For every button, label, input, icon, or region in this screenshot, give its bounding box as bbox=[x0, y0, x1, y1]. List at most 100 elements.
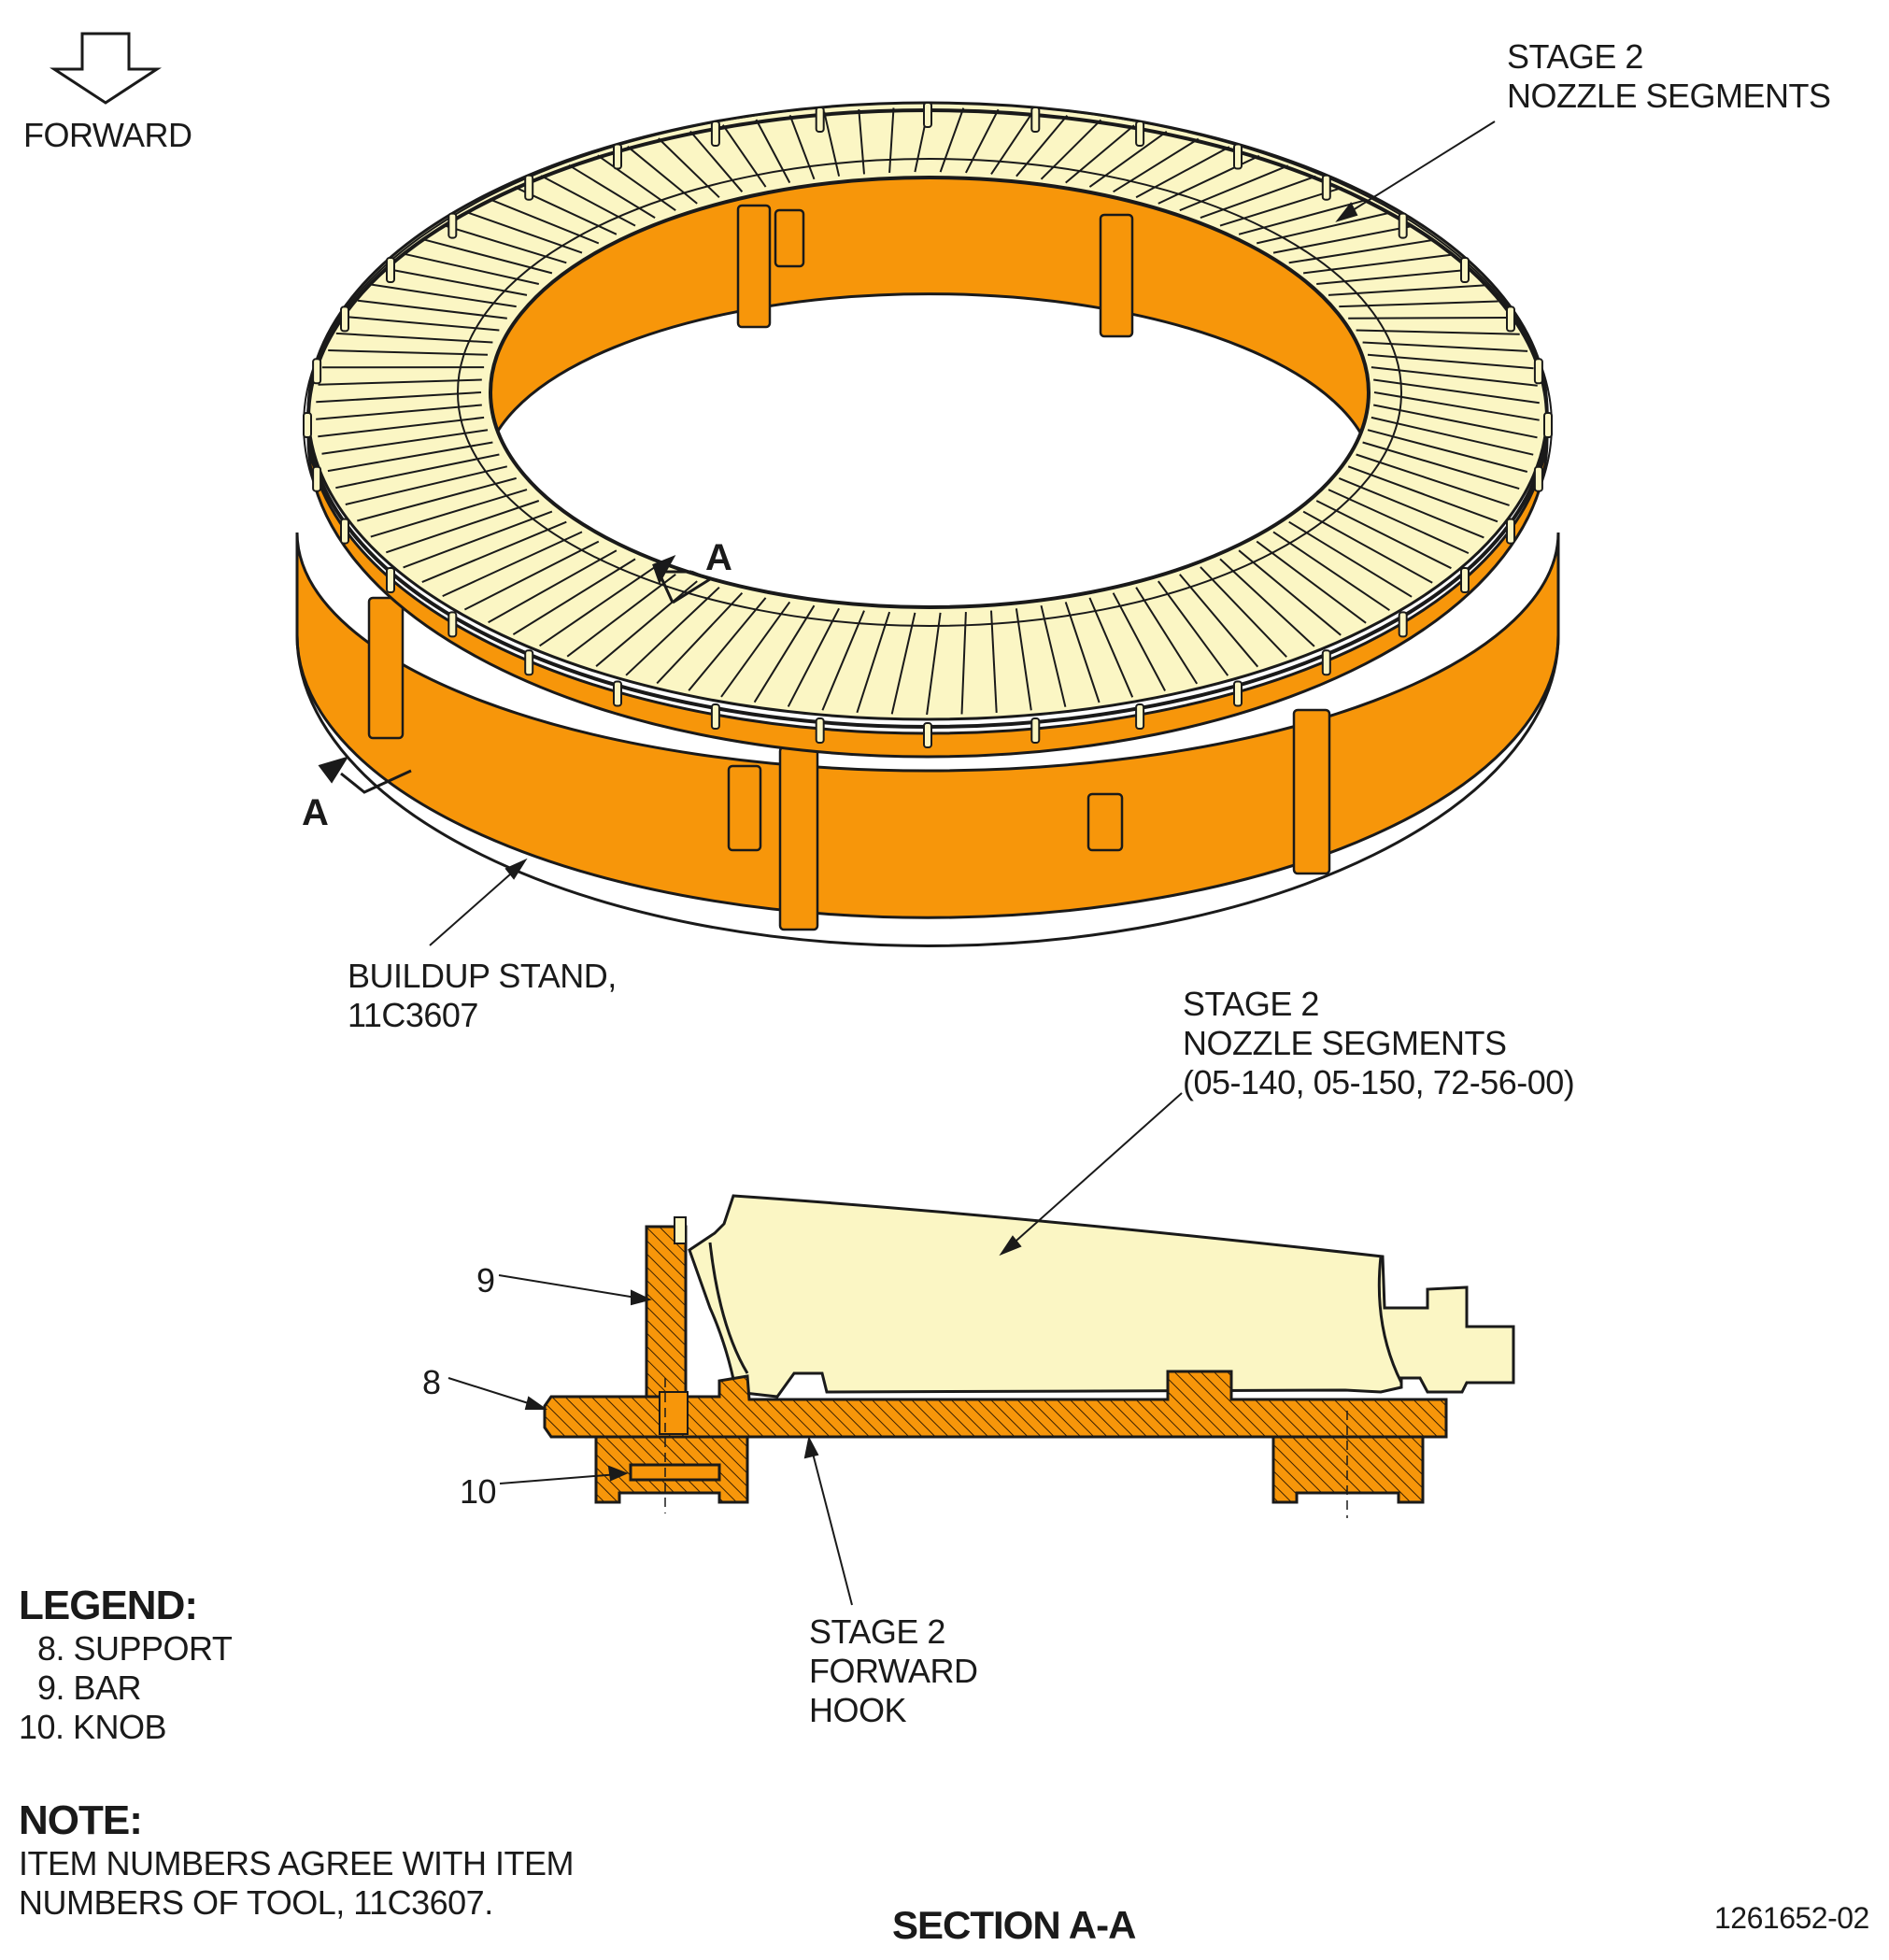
callout-nozzle-segments-top: STAGE 2 NOZZLE SEGMENTS bbox=[1507, 37, 1831, 115]
nozzle-vane bbox=[1367, 429, 1528, 473]
nozzle-vane bbox=[1040, 119, 1102, 180]
ring-bolt bbox=[1135, 703, 1145, 730]
nozzle-vane bbox=[1088, 130, 1168, 188]
note-line: ITEM NUMBERS AGREE WITH ITEM bbox=[19, 1844, 575, 1882]
nozzle-vane bbox=[1288, 520, 1413, 598]
nozzle-vane bbox=[318, 378, 482, 386]
nozzle-vane bbox=[1373, 378, 1540, 405]
ring-bolt bbox=[303, 412, 312, 438]
nozzle-vane bbox=[386, 267, 528, 296]
nozzle-vane bbox=[316, 404, 482, 420]
nozzle-vane bbox=[1339, 300, 1498, 308]
ring-bolt bbox=[386, 257, 395, 283]
ring-bolt bbox=[815, 717, 825, 744]
section-cut-marker-upper bbox=[652, 555, 714, 604]
nozzle-vane bbox=[753, 604, 816, 703]
ring-bolt bbox=[524, 649, 534, 676]
nozzle-vane bbox=[328, 349, 489, 356]
nozzle-vane bbox=[1065, 124, 1135, 184]
ring-bolt bbox=[1533, 358, 1543, 385]
nozzle-vane bbox=[625, 586, 720, 676]
nozzle-vane bbox=[540, 175, 636, 227]
nozzle-vane bbox=[357, 476, 517, 522]
ring-bolt bbox=[524, 174, 534, 201]
note-heading: NOTE: bbox=[19, 1797, 143, 1843]
legend-heading: LEGEND: bbox=[19, 1583, 198, 1628]
nozzle-vane bbox=[442, 531, 583, 598]
ring-bolt bbox=[1533, 465, 1543, 492]
ring-bolt bbox=[1506, 305, 1515, 333]
ring-bolt bbox=[312, 465, 322, 492]
nozzle-vane bbox=[385, 500, 540, 554]
item-8-label: 8 bbox=[422, 1363, 441, 1401]
nozzle-vane bbox=[1272, 224, 1413, 254]
nozzle-vane bbox=[345, 465, 508, 505]
nozzle-vane bbox=[539, 566, 656, 647]
nozzle-vane bbox=[965, 108, 1000, 174]
nozzle-vane bbox=[688, 597, 767, 691]
nozzle-vane bbox=[1179, 164, 1289, 212]
nozzle-vane bbox=[888, 107, 895, 173]
forward-label: FORWARD bbox=[23, 116, 192, 154]
nozzle-vane bbox=[858, 109, 865, 175]
section-mark-lower: A bbox=[302, 792, 329, 833]
nozzle-vane bbox=[1040, 604, 1067, 707]
section-mark-upper: A bbox=[705, 537, 732, 578]
ring-bolt bbox=[447, 611, 458, 638]
nozzle-vane bbox=[1064, 602, 1101, 703]
nozzle-vane bbox=[1362, 441, 1520, 490]
nozzle-vane bbox=[721, 124, 767, 188]
nozzle-vane bbox=[823, 111, 841, 177]
nozzle-vane bbox=[321, 429, 489, 455]
nozzle-vane bbox=[1373, 404, 1538, 439]
callout-buildup-stand: BUILDUP STAND, 11C3607 bbox=[348, 957, 617, 1034]
nozzle-vane bbox=[1356, 453, 1510, 506]
note-line: NUMBERS OF TOOL, 11C3607. bbox=[19, 1883, 493, 1922]
ring-bolt bbox=[312, 358, 322, 385]
nozzle-vane bbox=[1113, 137, 1200, 193]
nozzle-vane bbox=[1135, 146, 1230, 199]
legend-item: 10. KNOB bbox=[19, 1708, 167, 1746]
nozzle-vane bbox=[990, 111, 1034, 175]
nozzle-ring bbox=[303, 101, 1553, 759]
nozzle-vane bbox=[656, 592, 744, 685]
callout-nozzle-segments-section: STAGE 2 NOZZLE SEGMENTS (05-140, 05-150,… bbox=[1183, 985, 1575, 1101]
nozzle-vane bbox=[1238, 198, 1368, 235]
nozzle-vane bbox=[1016, 114, 1069, 178]
ring-bolt bbox=[710, 703, 720, 730]
nozzle-vane bbox=[403, 510, 553, 569]
nozzle-vane bbox=[1238, 549, 1342, 636]
ring-bolt bbox=[710, 121, 720, 147]
nozzle-vane bbox=[926, 612, 942, 716]
nozzle-vane bbox=[689, 130, 744, 192]
nozzle-vane bbox=[1338, 476, 1484, 539]
section-view bbox=[543, 1194, 1515, 1518]
nozzle-vane bbox=[939, 107, 965, 173]
nozzle-vane bbox=[566, 574, 676, 658]
nozzle-vane bbox=[443, 224, 567, 264]
ring-bolt bbox=[815, 107, 825, 133]
nozzle-vane bbox=[465, 210, 583, 254]
nozzle-vane bbox=[720, 601, 791, 698]
nozzle-vane bbox=[597, 154, 676, 212]
forward-arrow-icon bbox=[49, 32, 163, 105]
nozzle-vane bbox=[1371, 416, 1534, 456]
nozzle-vane bbox=[1356, 329, 1520, 335]
note: NOTE: ITEM NUMBERS AGREE WITH ITEM NUMBE… bbox=[19, 1797, 575, 1923]
nozzle-vane bbox=[1362, 341, 1528, 352]
nozzle-vane bbox=[335, 453, 500, 490]
nozzle-vane bbox=[1200, 175, 1316, 220]
nozzle-vane bbox=[960, 612, 967, 715]
nozzle-vane bbox=[1219, 558, 1315, 647]
nozzle-vane bbox=[316, 391, 482, 404]
nozzle-vane bbox=[1272, 531, 1390, 612]
ring-bolt bbox=[1460, 567, 1470, 593]
ring-bolt bbox=[340, 518, 349, 545]
nozzle-vane bbox=[1371, 366, 1538, 387]
nozzle-vane bbox=[1157, 580, 1229, 676]
nozzle-vane bbox=[421, 520, 567, 584]
nozzle-vane bbox=[1302, 253, 1453, 275]
nozzle-vane bbox=[1200, 566, 1287, 658]
nozzle-vane bbox=[890, 612, 916, 715]
